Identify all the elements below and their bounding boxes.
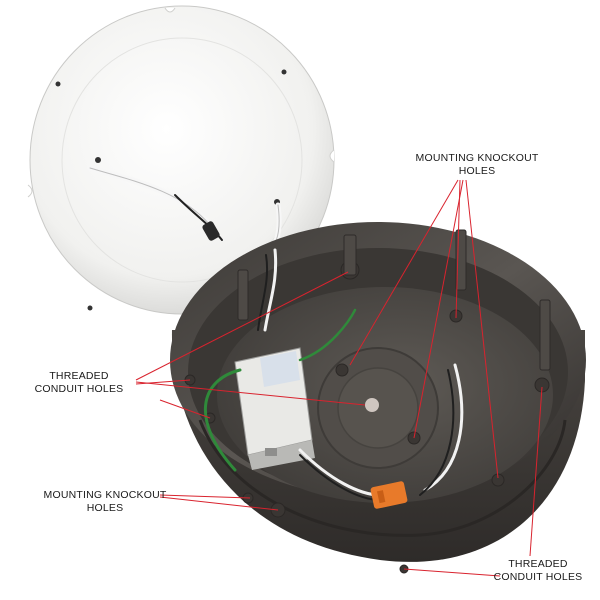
label-line: THREADED: [508, 558, 568, 570]
threaded-conduit-holes-label-left: THREADED CONDUIT HOLES: [14, 370, 144, 396]
label-line: MOUNTING KNOCKOUT: [43, 489, 167, 501]
housing: [170, 222, 586, 574]
label-line: HOLES: [86, 502, 124, 514]
threaded-conduit-holes-label-bottom: THREADED CONDUIT HOLES: [480, 558, 596, 584]
label-line: CONDUIT HOLES: [493, 571, 583, 583]
label-line: THREADED: [49, 370, 109, 382]
label-line: CONDUIT HOLES: [34, 383, 124, 395]
mounting-knockout-holes-label-top: MOUNTING KNOCKOUT HOLES: [392, 152, 562, 178]
ballast: [234, 347, 315, 470]
wire-connector: [370, 481, 408, 509]
mounting-plate: [27, 5, 335, 315]
mounting-knockout-holes-label-bottom: MOUNTING KNOCKOUT HOLES: [30, 489, 180, 515]
leader-lines: [135, 179, 543, 577]
label-line: MOUNTING KNOCKOUT: [415, 152, 539, 164]
label-line: HOLES: [458, 165, 496, 177]
